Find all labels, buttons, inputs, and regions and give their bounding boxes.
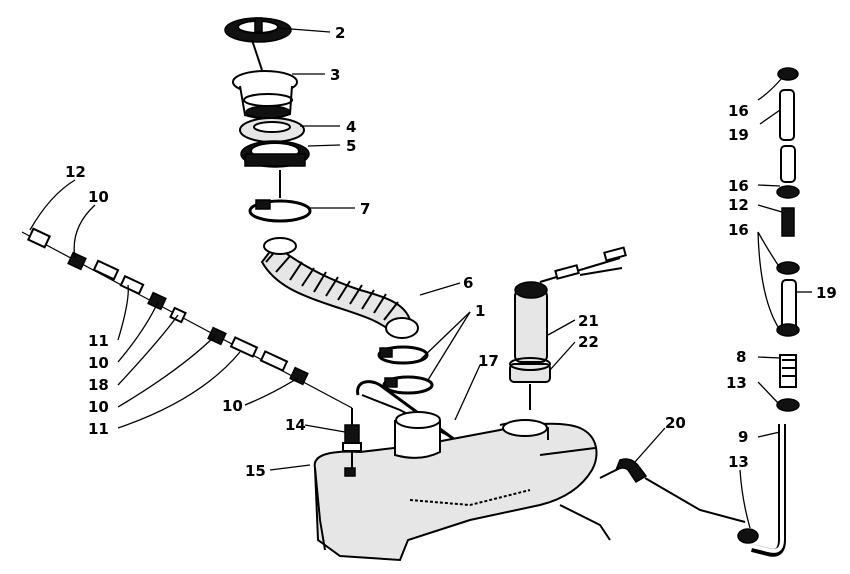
callout-19-lower: 19 bbox=[816, 284, 837, 302]
callout-10-bottom: 10 bbox=[222, 397, 243, 415]
callout-15: 15 bbox=[245, 462, 266, 480]
drain-fitting bbox=[342, 408, 362, 468]
callout-13-upper: 13 bbox=[726, 374, 747, 392]
callout-14: 14 bbox=[285, 416, 306, 434]
callout-2: 2 bbox=[335, 24, 345, 42]
callout-22: 22 bbox=[578, 333, 599, 351]
callout-labels: 2 3 4 5 7 6 1 17 21 22 15 14 20 16 19 16… bbox=[65, 24, 837, 480]
fuel-line-left bbox=[21, 227, 353, 409]
callout-12-left: 12 bbox=[65, 163, 86, 181]
fuel-line-right bbox=[737, 67, 800, 557]
callout-18: 18 bbox=[88, 376, 109, 394]
callout-21: 21 bbox=[578, 312, 599, 330]
callout-1: 1 bbox=[475, 302, 485, 320]
fuel-gauge-sender bbox=[509, 246, 627, 410]
callout-20: 20 bbox=[665, 414, 686, 432]
callout-11-lower: 11 bbox=[88, 420, 109, 438]
gasket bbox=[239, 117, 305, 143]
callout-12-right: 12 bbox=[728, 196, 749, 214]
callout-16-top: 16 bbox=[728, 102, 749, 120]
callout-11-upper: 11 bbox=[88, 332, 109, 350]
callout-7: 7 bbox=[360, 200, 370, 218]
callout-10-lower: 10 bbox=[88, 398, 109, 416]
callout-10-mid: 10 bbox=[88, 354, 109, 372]
elbow-fitting bbox=[599, 458, 746, 523]
filler-hose bbox=[260, 237, 419, 339]
filler-neck bbox=[232, 70, 298, 120]
callout-16-lower: 16 bbox=[728, 221, 749, 239]
hose-clamp-7 bbox=[248, 199, 312, 223]
callout-13-lower: 13 bbox=[728, 453, 749, 471]
callout-9: 9 bbox=[738, 428, 748, 446]
callout-19-top: 19 bbox=[728, 126, 749, 144]
callout-5: 5 bbox=[346, 137, 356, 155]
callout-16-mid: 16 bbox=[728, 177, 749, 195]
callout-17: 17 bbox=[478, 352, 499, 370]
fuel-cap bbox=[224, 17, 292, 71]
fuel-tank bbox=[313, 411, 611, 562]
callout-6: 6 bbox=[463, 274, 473, 292]
callout-3: 3 bbox=[330, 66, 340, 84]
adapter-ring bbox=[240, 140, 310, 168]
callout-8: 8 bbox=[736, 348, 746, 366]
hose-clamps-1 bbox=[377, 345, 434, 395]
callout-4: 4 bbox=[346, 118, 356, 136]
callout-10-top: 10 bbox=[88, 188, 109, 206]
leader-lines bbox=[29, 27, 812, 529]
